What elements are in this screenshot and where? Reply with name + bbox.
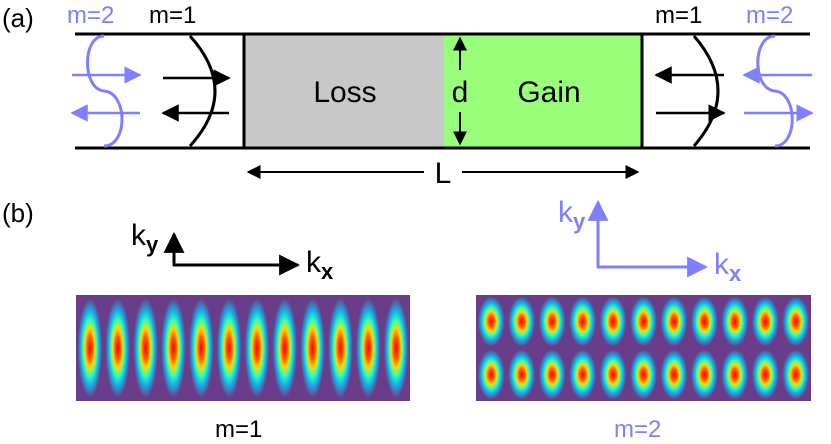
m2-field-lobe [751, 349, 779, 400]
right-m2-label: m=2 [746, 2, 793, 29]
m1-field-lobe [328, 298, 353, 398]
m2-field-lobe [751, 296, 779, 347]
m1-field-lobe [356, 298, 381, 398]
left-m1-mode-profile [188, 34, 217, 148]
m2-field-lobe [569, 349, 596, 400]
panel-b-label: (b) [2, 198, 34, 228]
m2-field-lobe [782, 349, 810, 400]
m1-field-lobe [77, 298, 103, 398]
m2-field-lobe [599, 296, 627, 347]
m1-field-background [76, 295, 410, 401]
right-m1-mode-profile [692, 35, 720, 147]
length-label: L [435, 157, 452, 190]
m2-field-lobe [782, 296, 810, 347]
m1-field-lobe [244, 298, 270, 398]
m2-field-lobe [538, 349, 566, 400]
left-m2-label: m=2 [67, 2, 114, 29]
width-label: d [452, 76, 469, 109]
m1-field-lobe [189, 298, 214, 398]
left-m1-label: m=1 [149, 2, 196, 29]
m1-field-lobe [300, 298, 325, 398]
m2-ky-label: ky [558, 196, 586, 234]
m2-field-lobe [477, 349, 505, 400]
m2-field-lobe [508, 296, 536, 347]
m2-mode-caption: m=2 [614, 416, 662, 443]
m1-ky-label: ky [131, 219, 159, 257]
m1-field-lobe [133, 298, 158, 398]
left-m2-mode-profile [86, 34, 124, 148]
m2-field-lobe [630, 296, 657, 347]
m2-field-lobe [508, 349, 536, 400]
m1-field-intensity-map [76, 295, 410, 401]
loss-region [244, 34, 444, 148]
m2-field-lobe [569, 296, 596, 347]
m2-field-lobe [660, 349, 688, 400]
m2-kx-label: kx [714, 248, 742, 286]
m1-field-lobe [383, 298, 409, 398]
m2-field-lobe [538, 296, 566, 347]
m2-field-lobe [660, 296, 688, 347]
m2-field-lobe [691, 296, 718, 347]
m2-field-intensity-map [476, 295, 811, 401]
m2-field-lobe [477, 296, 505, 347]
m1-field-lobe [161, 298, 186, 398]
m1-field-lobe [105, 298, 130, 398]
loss-label: Loss [313, 76, 376, 109]
m1-field-lobe [272, 298, 297, 398]
m1-mode-caption: m=1 [215, 416, 263, 443]
right-m2-mode-profile [756, 34, 794, 148]
m2-field-lobe [721, 296, 749, 347]
m2-field-lobe [630, 349, 657, 400]
m2-field-lobe [599, 349, 627, 400]
gain-region [444, 34, 642, 148]
gain-label: Gain [517, 76, 580, 109]
m2-field-lobe [691, 349, 718, 400]
m1-kx-label: kx [306, 246, 334, 284]
m2-field-lobe [721, 349, 749, 400]
panel-a-label: (a) [2, 3, 34, 33]
right-m1-label: m=1 [655, 2, 702, 29]
cavity-outline [242, 32, 644, 150]
m1-field-lobe [216, 298, 242, 398]
